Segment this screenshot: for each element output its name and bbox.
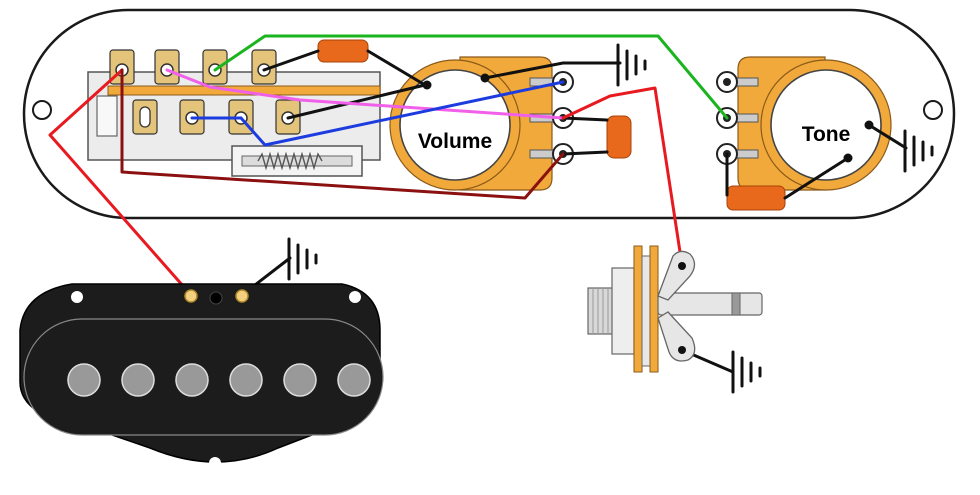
three-way-switch <box>87 49 381 177</box>
plate-screw-hole-right <box>923 100 943 120</box>
output-jack <box>587 245 763 373</box>
black-wire-volume-cap-bottom <box>561 150 609 156</box>
ground-icon <box>616 43 647 87</box>
plate-screw-hole-left <box>32 100 52 120</box>
jack-tip-lug <box>657 250 696 301</box>
jack-nut <box>611 267 635 355</box>
black-wire-switch-to-cap <box>262 49 320 72</box>
pickup-lead-ground <box>235 289 249 303</box>
jack-plug-ring <box>731 292 741 316</box>
black-wire-volume-cap-top <box>561 116 609 122</box>
tone-label: Tone <box>802 123 851 146</box>
black-wire-cap-to-volume <box>366 49 427 87</box>
jack-washer-1 <box>633 245 643 373</box>
green-wire <box>213 34 729 120</box>
ground-icon <box>903 129 934 173</box>
pole-piece-6 <box>337 363 371 397</box>
jack-tip-lug-hole <box>678 262 686 270</box>
treble-bleed-capacitor <box>317 39 369 63</box>
pole-piece-2 <box>121 363 155 397</box>
pole-piece-3 <box>175 363 209 397</box>
jack-washer-3 <box>649 245 659 373</box>
tone-lug-1-hole <box>723 78 731 86</box>
pickup-mount-hole-left <box>71 291 83 303</box>
red-wire-volume-to-jack <box>561 86 684 267</box>
volume-ground-dot <box>480 73 490 83</box>
pickup-mount-hole-right <box>349 291 361 303</box>
pickup-lead-hot <box>184 289 198 303</box>
pickup-center-hole <box>209 291 223 305</box>
switch-spring <box>257 151 323 171</box>
ground-icon <box>287 237 318 281</box>
red-wire-pickup-to-switch <box>48 68 193 297</box>
bridge-pickup <box>19 283 384 469</box>
switch-lug-bottom-1-slot <box>139 106 151 128</box>
pole-piece-5 <box>283 363 317 397</box>
pickup-mount-hole-bottom <box>209 457 221 469</box>
volume-wiper-dot <box>422 80 432 90</box>
pole-piece-4 <box>229 363 263 397</box>
tone-ground-dot <box>864 120 874 130</box>
tone-cap-dot <box>843 153 853 163</box>
jack-sleeve-lug-hole <box>678 346 686 354</box>
black-wire-volume-lug-to-ground <box>483 61 622 80</box>
volume-label: Volume <box>418 130 492 153</box>
jack-washer-2 <box>641 255 651 367</box>
jack-sleeve-lug <box>657 311 696 362</box>
black-wire-tone-to-ground <box>867 123 908 150</box>
switch-bracket <box>96 95 118 137</box>
volume-capacitor <box>606 115 632 159</box>
black-wire-switch-to-volume-center <box>286 83 427 120</box>
tone-pot: Tone <box>716 56 892 191</box>
jack-plug-shaft <box>657 292 763 316</box>
tone-pot-dial <box>770 69 882 181</box>
blue-wire-to-volume <box>239 80 565 147</box>
black-wires <box>240 49 908 374</box>
darkred-wire <box>120 68 565 200</box>
pole-piece-1 <box>67 363 101 397</box>
tone-capacitor <box>726 185 786 211</box>
volume-pot: Volume <box>389 56 574 191</box>
ground-icon <box>731 350 762 394</box>
black-wire-tone-cap-to-pot <box>783 156 850 200</box>
